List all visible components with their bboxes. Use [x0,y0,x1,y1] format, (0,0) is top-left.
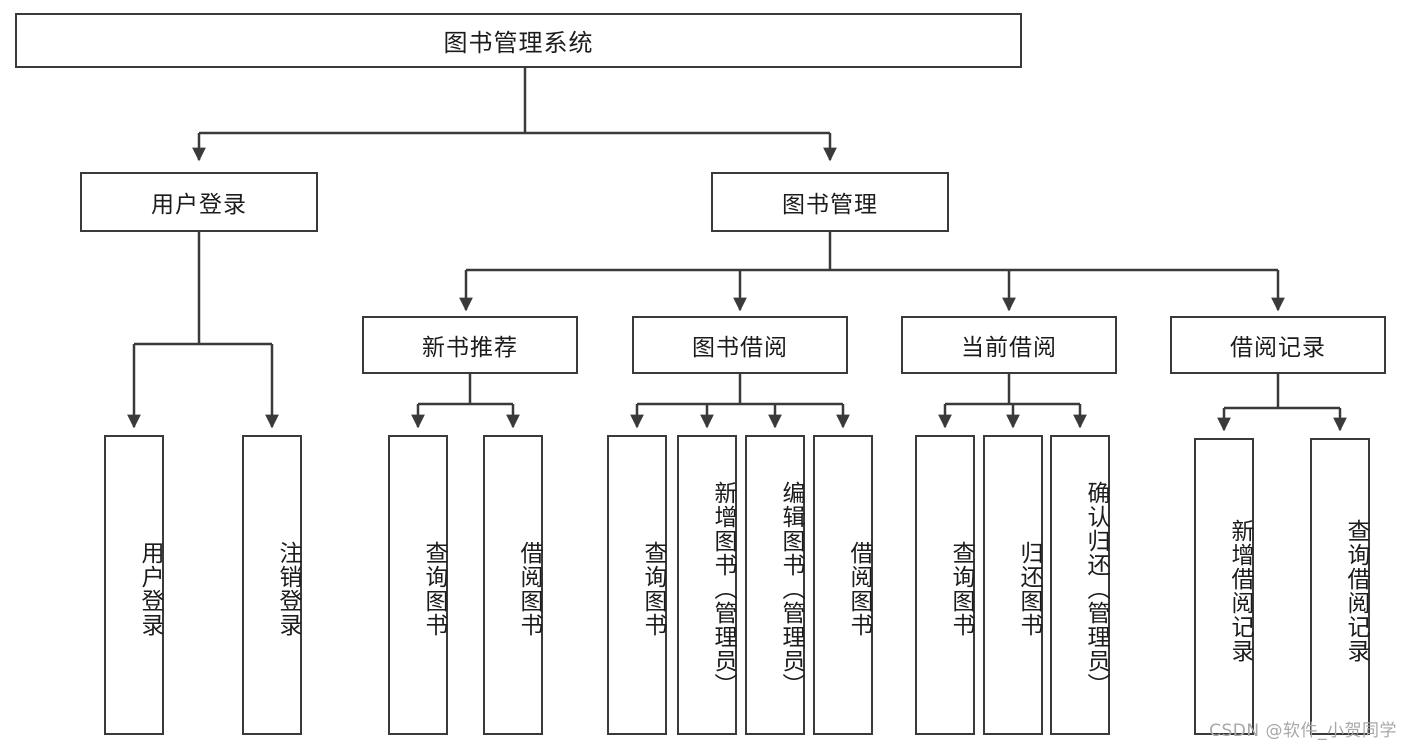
leaf-user-login-signin[interactable]: 用户登录 [104,435,164,735]
node-new-book-recommend[interactable]: 新书推荐 [362,316,578,374]
leaf-book-borrow-add[interactable]: 新增图书（管理员） [677,435,737,735]
leaf-current-borrow-query[interactable]: 查询图书 [915,435,975,735]
leaf-user-login-signout[interactable]: 注销登录 [242,435,302,735]
node-user-login[interactable]: 用户登录 [80,172,318,232]
leaf-borrow-record-query[interactable]: 查询借阅记录 [1310,438,1370,735]
leaf-borrow-record-add[interactable]: 新增借阅记录 [1194,438,1254,735]
leaf-new-book-borrow[interactable]: 借阅图书 [483,435,543,735]
leaf-new-book-query[interactable]: 查询图书 [388,435,448,735]
node-book-borrow[interactable]: 图书借阅 [632,316,848,374]
leaf-book-borrow-query[interactable]: 查询图书 [607,435,667,735]
leaf-book-borrow-lend[interactable]: 借阅图书 [813,435,873,735]
node-borrow-record[interactable]: 借阅记录 [1170,316,1386,374]
node-book-management[interactable]: 图书管理 [711,172,949,232]
node-root-system[interactable]: 图书管理系统 [15,13,1022,68]
node-current-borrow[interactable]: 当前借阅 [901,316,1117,374]
watermark-credit: CSDN @软件_小贺同学 [1209,721,1397,741]
leaf-current-borrow-return[interactable]: 归还图书 [983,435,1043,735]
leaf-book-borrow-edit[interactable]: 编辑图书（管理员） [745,435,805,735]
leaf-current-borrow-confirm-return[interactable]: 确认归还（管理员） [1050,435,1110,735]
